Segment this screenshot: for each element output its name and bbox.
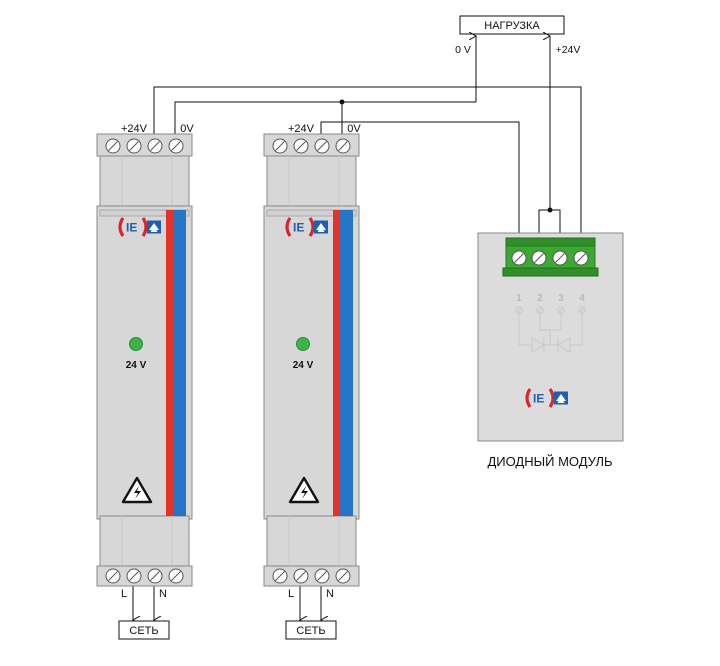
terminal-screw-icon bbox=[147, 568, 163, 584]
pin-2-label: 2 bbox=[537, 293, 543, 304]
terminal-screw-icon bbox=[168, 138, 184, 154]
load-zero-label: 0 V bbox=[455, 44, 471, 56]
psu2-zero-label: 0V bbox=[347, 123, 361, 135]
terminal-screw-icon bbox=[147, 138, 163, 154]
terminal-screw-icon bbox=[531, 250, 547, 266]
terminal-screw-icon bbox=[511, 250, 527, 266]
psu2-line-label: L bbox=[288, 588, 294, 600]
terminal-screw-icon bbox=[168, 568, 184, 584]
psu1-zero-label: 0V bbox=[180, 123, 194, 135]
red-stripe bbox=[333, 210, 340, 516]
power-supply-2: +24V 0V 24 V L N СЕ bbox=[263, 123, 361, 640]
psu2-neutral-label: N bbox=[326, 588, 334, 600]
diode-module: 1 2 3 4 bbox=[477, 232, 624, 442]
terminal-screw-icon bbox=[293, 568, 309, 584]
terminal-screw-icon bbox=[272, 138, 288, 154]
psu2-voltage-label: 24 V bbox=[293, 360, 314, 371]
psu1-mains-label: СЕТЬ bbox=[129, 625, 158, 637]
power-supply-1: +24V 0V 24 V L N СЕ bbox=[96, 123, 194, 640]
terminal-screw-icon bbox=[573, 250, 589, 266]
diode-terminal-block bbox=[502, 237, 599, 277]
led-indicator-icon bbox=[129, 337, 143, 351]
terminal-screw-icon bbox=[552, 250, 568, 266]
diode-module-caption: ДИОДНЫЙ МОДУЛЬ bbox=[487, 454, 612, 469]
terminal-screw-icon bbox=[126, 138, 142, 154]
psu1-plus-label: +24V bbox=[121, 123, 148, 135]
red-stripe bbox=[166, 210, 173, 516]
pin-3-label: 3 bbox=[558, 293, 564, 304]
psu1-neutral-label: N bbox=[159, 588, 167, 600]
blue-stripe bbox=[340, 210, 353, 516]
diode-symbol-icon bbox=[515, 306, 586, 353]
pin-4-label: 4 bbox=[579, 293, 585, 304]
mains-box bbox=[285, 620, 337, 640]
terminal-screw-icon bbox=[335, 138, 351, 154]
load-label: НАГРУЗКА bbox=[484, 20, 540, 32]
junction-dot bbox=[547, 207, 553, 213]
blue-stripe bbox=[173, 210, 186, 516]
load-plus-label: +24V bbox=[556, 44, 581, 56]
terminal-screw-icon bbox=[272, 568, 288, 584]
mains-box bbox=[118, 620, 170, 640]
terminal-screw-icon bbox=[335, 568, 351, 584]
psu2-mains-label: СЕТЬ bbox=[296, 625, 325, 637]
led-indicator-icon bbox=[296, 337, 310, 351]
terminal-screw-icon bbox=[314, 568, 330, 584]
pin-1-label: 1 bbox=[516, 293, 522, 304]
terminal-screw-icon bbox=[126, 568, 142, 584]
junction-dot bbox=[339, 99, 345, 105]
terminal-screw-icon bbox=[314, 138, 330, 154]
load-box bbox=[459, 15, 565, 35]
psu1-line-label: L bbox=[121, 588, 127, 600]
psu2-plus-label: +24V bbox=[288, 123, 315, 135]
terminal-screw-icon bbox=[105, 568, 121, 584]
psu1-voltage-label: 24 V bbox=[126, 360, 147, 371]
terminal-screw-icon bbox=[293, 138, 309, 154]
terminal-screw-icon bbox=[105, 138, 121, 154]
